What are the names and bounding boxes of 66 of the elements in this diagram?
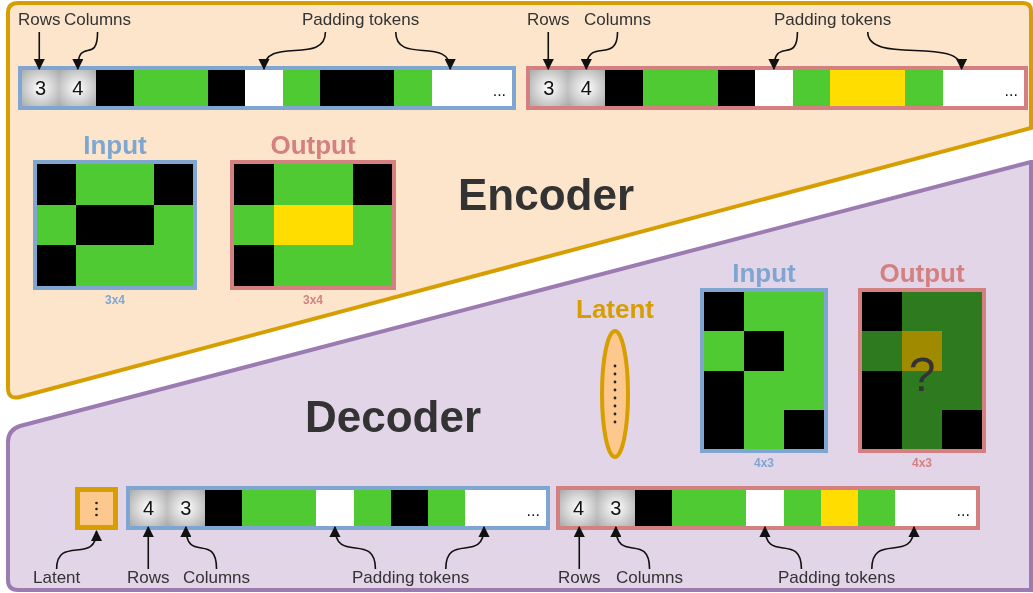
annotation-label: Rows bbox=[127, 568, 170, 588]
padding-token bbox=[316, 490, 354, 526]
latent-token bbox=[75, 487, 118, 530]
token-sequence bbox=[18, 66, 516, 110]
annotation-label: Rows bbox=[558, 568, 601, 588]
size-token: 4 bbox=[130, 490, 168, 526]
panel-title: Encoder bbox=[458, 170, 635, 220]
size-token: 3 bbox=[530, 70, 568, 106]
size-token: 4 bbox=[560, 490, 598, 526]
token-sequence bbox=[556, 486, 980, 530]
leader-arrow bbox=[581, 31, 619, 71]
leader-arrow bbox=[444, 525, 489, 570]
grid-title: Output bbox=[269, 130, 357, 160]
size-token: 3 bbox=[597, 490, 635, 526]
leader-arrow bbox=[330, 525, 377, 570]
size-token: 4 bbox=[59, 70, 97, 106]
ellipsis-token: ... bbox=[502, 490, 546, 526]
ellipsis-token: ... bbox=[980, 70, 1024, 106]
leader-arrow bbox=[866, 31, 965, 71]
size-token: 3 bbox=[22, 70, 60, 106]
leader-arrow bbox=[260, 31, 327, 71]
size-label: 4x3 bbox=[754, 456, 774, 470]
token-sequence bbox=[126, 486, 550, 530]
padding-token bbox=[465, 490, 503, 526]
annotation-label: Rows bbox=[18, 10, 61, 30]
grid-title: Output bbox=[878, 258, 966, 288]
leader-arrow bbox=[542, 31, 554, 71]
annotation-label: Columns bbox=[584, 10, 652, 30]
annotation-label: Padding tokens bbox=[778, 568, 896, 588]
size-token: 4 bbox=[567, 70, 606, 106]
leader-arrow bbox=[394, 31, 455, 71]
leader-arrow bbox=[611, 525, 651, 570]
annotation-label: Columns bbox=[183, 568, 251, 588]
grid-title: Input bbox=[82, 130, 148, 160]
padding-token bbox=[245, 70, 283, 106]
token-sequence bbox=[526, 66, 1028, 110]
leader-arrow bbox=[870, 525, 919, 570]
grid-title: Input bbox=[731, 258, 797, 288]
leader-arrow bbox=[142, 525, 154, 570]
size-token: 3 bbox=[167, 490, 205, 526]
leader-arrow bbox=[33, 31, 45, 71]
size-label: 3x4 bbox=[105, 293, 125, 307]
annotation-label: Columns bbox=[616, 568, 684, 588]
size-label: 4x3 bbox=[912, 456, 932, 470]
ellipsis-token: ... bbox=[468, 70, 513, 106]
ellipsis-token: ... bbox=[932, 490, 976, 526]
annotation-label: Latent bbox=[33, 568, 81, 588]
padding-token bbox=[755, 70, 793, 106]
annotation-label: Padding tokens bbox=[352, 568, 470, 588]
latent-title: Latent bbox=[576, 294, 654, 324]
size-label: 3x4 bbox=[303, 293, 323, 307]
leader-arrow bbox=[72, 31, 99, 71]
annotation-label: Rows bbox=[527, 10, 570, 30]
annotation-label: Columns bbox=[64, 10, 132, 30]
annotation-label: Padding tokens bbox=[774, 10, 892, 30]
padding-token bbox=[746, 490, 784, 526]
annotation-label: Padding tokens bbox=[302, 10, 420, 30]
leader-arrow bbox=[55, 529, 101, 570]
leader-arrow bbox=[181, 525, 218, 570]
padding-token bbox=[942, 70, 981, 106]
panel-title: Decoder bbox=[305, 392, 482, 442]
leader-arrow bbox=[769, 31, 799, 71]
padding-token bbox=[895, 490, 933, 526]
padding-token bbox=[431, 70, 469, 106]
leader-arrow bbox=[760, 525, 803, 570]
leader-arrow bbox=[573, 525, 585, 570]
